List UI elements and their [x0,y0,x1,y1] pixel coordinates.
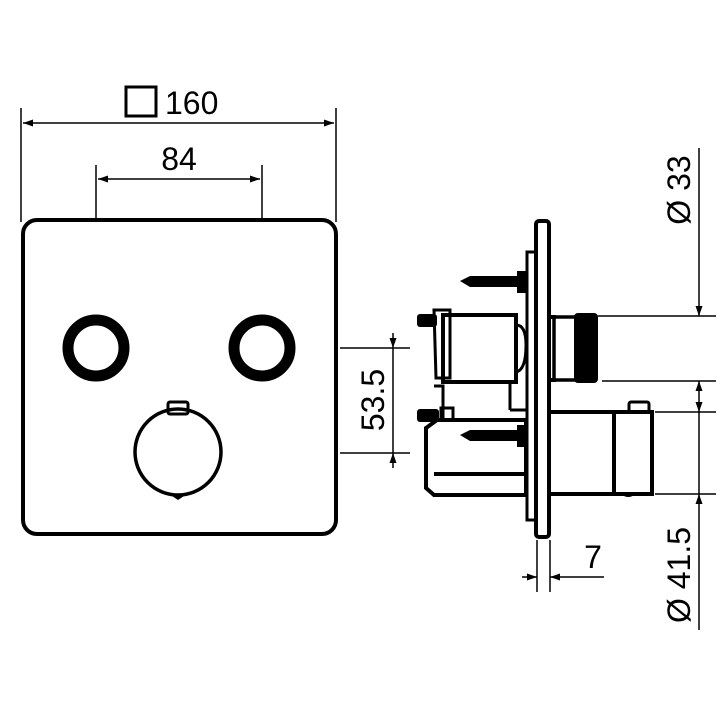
push-button-right [228,314,296,382]
dimension-knob-diameter: Ø 41.5 [655,398,716,630]
dimension-button-spacing: 84 [95,141,263,218]
push-button-left [62,314,130,382]
cover-plate-side [534,219,551,539]
front-view: 160 84 53.5 [20,85,410,536]
side-view: 7 Ø 33 Ø 41.5 [417,148,716,630]
valve-body-upper [417,308,528,412]
dim-label-diameter-33: Ø 33 [661,155,697,224]
dimension-button-diameter: Ø 33 [598,148,716,398]
trim-plate [21,218,338,536]
push-button-side [549,313,598,383]
square-symbol-icon [124,85,158,118]
thermostat-knob [133,400,223,500]
dim-label-diameter-41-5: Ø 41.5 [661,527,697,623]
dim-label-160: 160 [165,85,218,121]
thermostat-knob-side [549,400,654,497]
dim-label-84: 84 [161,141,197,177]
dimension-plate-thickness: 7 [522,539,604,592]
valve-body-lower [417,384,528,497]
dim-label-53-5: 53.5 [355,369,391,431]
dim-label-7: 7 [584,539,602,575]
mounting-screw-upper [460,271,527,293]
dimension-knob-offset: 53.5 [340,333,410,468]
dimension-plate-width: 160 [20,85,337,222]
